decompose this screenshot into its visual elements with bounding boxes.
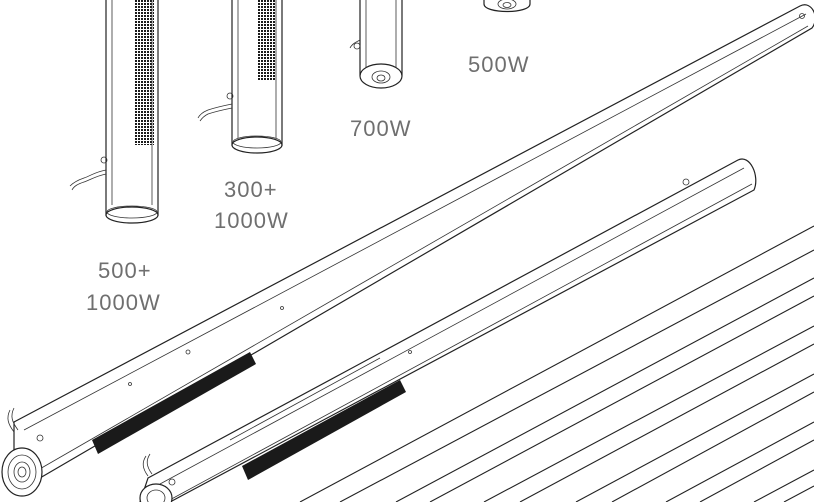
label-300-1000-line1: 300+ bbox=[224, 177, 278, 202]
label-500-1000-line2: 1000W bbox=[86, 290, 161, 315]
label-500w: 500W bbox=[468, 52, 529, 77]
label-700w: 700W bbox=[350, 116, 411, 141]
heater-500-1000-vertical bbox=[69, 0, 159, 224]
label-500-1000-line1: 500+ bbox=[98, 258, 152, 283]
heater-300-1000-vertical bbox=[197, 0, 283, 154]
heater-500-1000-mesh bbox=[134, 0, 154, 145]
heater-500-vertical bbox=[483, 0, 531, 13]
heater-tubes-stack bbox=[299, 225, 814, 502]
heater-700-vertical bbox=[349, 0, 403, 89]
heater-300-1000-mesh bbox=[258, 0, 276, 80]
heater-long-diagonal-2 bbox=[139, 158, 757, 502]
heater-long-diagonal-1 bbox=[1, 4, 814, 497]
label-300-1000-line2: 1000W bbox=[214, 208, 289, 233]
